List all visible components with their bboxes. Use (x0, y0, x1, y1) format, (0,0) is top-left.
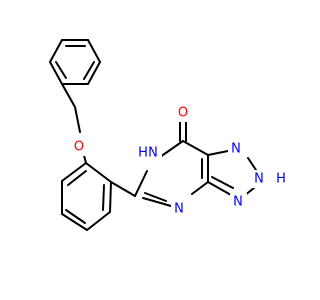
bond (49, 61, 63, 85)
pyrimidine-nh-n-label: N (148, 146, 158, 161)
bond (85, 162, 112, 183)
bond (87, 61, 101, 85)
ether-oxygen-label: O (74, 140, 84, 155)
bond (191, 181, 209, 195)
bond (159, 140, 184, 158)
bond (83, 61, 95, 80)
carbonyl-oxygen-label: O (178, 106, 188, 121)
triazole-n2-label: N (254, 172, 264, 187)
bond (102, 184, 105, 211)
pyrimidine-n4-label: N (174, 202, 184, 217)
bond (207, 181, 232, 196)
bond (61, 83, 76, 108)
bond (86, 211, 111, 231)
bonds (49, 39, 257, 231)
bond (55, 61, 67, 79)
pyrimidine-nh-h-label: H (138, 146, 148, 161)
bond (61, 162, 87, 182)
bond (61, 213, 88, 231)
bond (134, 170, 148, 197)
triazole-n2-h-label: H (276, 172, 286, 187)
triazole-n1-label: N (231, 142, 241, 157)
bond (144, 192, 167, 202)
molecule-structure: O O H N N N H N N (49, 39, 287, 231)
bond (182, 140, 209, 156)
bond (110, 181, 136, 197)
bond (65, 209, 86, 224)
bond (142, 197, 172, 207)
bond (49, 39, 63, 63)
bond (67, 170, 87, 186)
atom-labels: O O H N N N H N N (71, 104, 287, 218)
bond (247, 157, 257, 171)
bond (211, 176, 234, 189)
bond (207, 150, 229, 156)
bond (74, 106, 81, 133)
triazole-n3-label: N (233, 195, 243, 210)
bond (109, 181, 112, 213)
bond (87, 39, 101, 63)
